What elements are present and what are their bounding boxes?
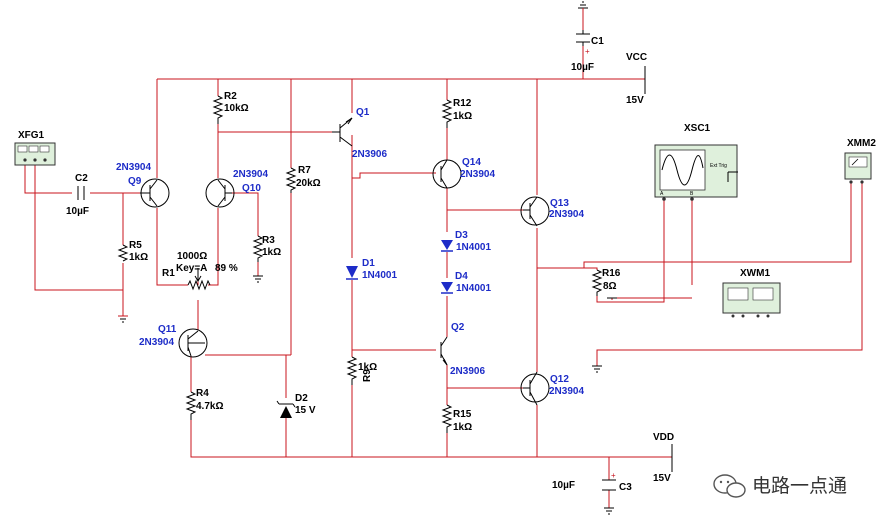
r3-value: 1kΩ xyxy=(262,247,281,258)
d1-model: 1N4001 xyxy=(362,270,397,281)
watermark-text: 电路一点通 xyxy=(752,475,847,497)
r5-label: R5 xyxy=(129,240,142,251)
transistor-q9[interactable] xyxy=(140,178,170,208)
r7-value: 20kΩ xyxy=(296,178,321,189)
diode-d4[interactable] xyxy=(441,282,453,294)
resistor-r12[interactable] xyxy=(441,99,453,128)
r9-value: 1kΩ xyxy=(358,362,377,373)
c1-label: C1 xyxy=(591,36,604,47)
diode-d1[interactable] xyxy=(346,266,358,280)
q1-model: 2N3906 xyxy=(352,149,387,160)
r12-value: 1kΩ xyxy=(453,111,472,122)
q1-label: Q1 xyxy=(356,107,370,118)
c1-plus-icon: + xyxy=(585,47,590,56)
resistor-r2[interactable] xyxy=(212,95,224,124)
c1-value: 10µF xyxy=(571,62,594,73)
r1-label: R1 xyxy=(162,268,175,279)
r12-label: R12 xyxy=(453,98,472,109)
resistor-r9[interactable] xyxy=(346,356,358,385)
q12-label: Q12 xyxy=(550,374,569,385)
d2-value: 15 V xyxy=(295,405,316,416)
transistor-q10[interactable] xyxy=(205,178,235,208)
r15-value: 1kΩ xyxy=(453,422,472,433)
q14-model: 2N3904 xyxy=(460,169,495,180)
q10-label: Q10 xyxy=(242,183,261,194)
r9-label: R9 xyxy=(362,369,373,382)
capacitor-c1[interactable] xyxy=(576,30,590,46)
ground-symbols xyxy=(118,1,617,515)
q11-label: Q11 xyxy=(158,324,177,335)
xwm1-label: XWM1 xyxy=(740,268,770,279)
resistor-r5[interactable] xyxy=(117,244,129,262)
r4-label: R4 xyxy=(196,388,209,399)
vdd-label: VDD xyxy=(653,432,674,443)
resistor-r3[interactable] xyxy=(252,235,264,262)
q2-model: 2N3906 xyxy=(450,366,485,377)
r5-value: 1kΩ xyxy=(129,252,148,263)
wattmeter-xwm1[interactable] xyxy=(722,282,781,318)
diode-d3[interactable] xyxy=(441,240,453,252)
oscilloscope-xsc1[interactable] xyxy=(654,144,738,201)
d1-label: D1 xyxy=(362,258,375,269)
r4-value: 4.7kΩ xyxy=(196,401,223,412)
xsc1-label: XSC1 xyxy=(684,123,711,134)
transistor-q2[interactable] xyxy=(440,336,448,366)
q13-label: Q13 xyxy=(550,198,569,209)
vdd-value: 15V xyxy=(653,473,671,484)
transistor-q1[interactable] xyxy=(332,117,353,147)
r3-label: R3 xyxy=(262,235,275,246)
resistor-r4[interactable] xyxy=(185,391,197,420)
r16-label: R16 xyxy=(602,268,621,279)
channel-b-label: B xyxy=(690,191,694,197)
wechat-logo-icon xyxy=(713,474,746,498)
transistor-q13[interactable] xyxy=(520,196,550,227)
transistor-q14[interactable] xyxy=(432,159,462,189)
wires xyxy=(24,20,863,508)
q9-model: 2N3904 xyxy=(116,162,151,173)
capacitor-c3[interactable] xyxy=(602,479,616,491)
q9-label: Q9 xyxy=(128,176,142,187)
q10-model: 2N3904 xyxy=(233,169,268,180)
r16-value: 8Ω xyxy=(603,281,617,292)
r15-label: R15 xyxy=(453,409,472,420)
d4-label: D4 xyxy=(455,271,468,282)
transistor-q11[interactable] xyxy=(178,328,208,358)
zener-diode-d2[interactable] xyxy=(276,400,296,418)
d4-model: 1N4001 xyxy=(456,283,491,294)
resistor-r7[interactable] xyxy=(285,167,297,193)
r7-label: R7 xyxy=(298,165,311,176)
r1-setting: 89 % xyxy=(215,263,238,274)
q2-label: Q2 xyxy=(451,322,465,333)
c3-value: 10µF xyxy=(552,480,575,491)
r1-key: Key=A xyxy=(176,263,207,274)
function-generator-xfg1[interactable] xyxy=(14,142,56,166)
d3-label: D3 xyxy=(455,230,468,241)
c3-plus-icon: + xyxy=(611,471,616,480)
potentiometer-r1[interactable] xyxy=(187,268,211,291)
resistor-r16[interactable] xyxy=(591,269,603,296)
capacitor-c2[interactable] xyxy=(77,186,85,200)
vcc-value: 15V xyxy=(626,95,644,106)
q11-model: 2N3904 xyxy=(139,337,174,348)
r1-value: 1000Ω xyxy=(177,251,207,262)
r2-label: R2 xyxy=(224,91,237,102)
c3-label: C3 xyxy=(619,482,632,493)
channel-a-label: A xyxy=(660,191,664,197)
transistor-q12[interactable] xyxy=(520,371,550,406)
ext-trig-label: Ext Trig xyxy=(710,163,727,169)
c2-label: C2 xyxy=(75,173,88,184)
xfg1-label: XFG1 xyxy=(18,130,45,141)
xmm2-label: XMM2 xyxy=(847,138,876,149)
q13-model: 2N3904 xyxy=(549,209,584,220)
c2-value: 10µF xyxy=(66,206,89,217)
d3-model: 1N4001 xyxy=(456,242,491,253)
d2-label: D2 xyxy=(295,393,308,404)
vcc-label: VCC xyxy=(626,52,647,63)
q12-model: 2N3904 xyxy=(549,386,584,397)
q14-label: Q14 xyxy=(462,157,481,168)
multimeter-xmm2[interactable] xyxy=(844,152,872,184)
r2-value: 10kΩ xyxy=(224,103,249,114)
resistor-r15[interactable] xyxy=(441,404,453,433)
